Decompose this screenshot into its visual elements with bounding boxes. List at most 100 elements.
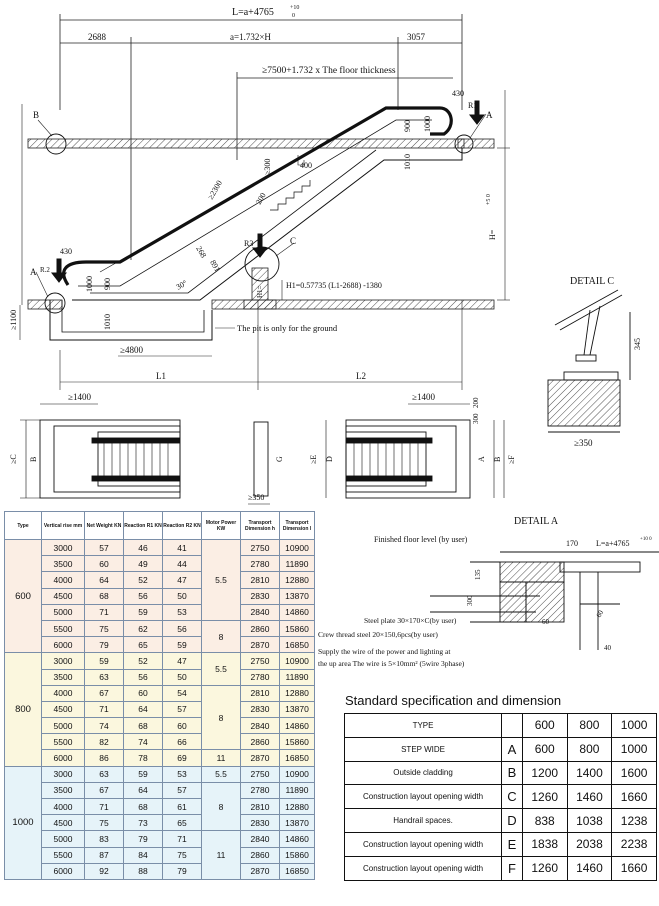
- plan-g: G: [275, 456, 284, 462]
- spec-value-cell: 1260: [521, 855, 568, 881]
- spec-value-cell: 800: [566, 736, 613, 762]
- transport-h-cell: 2830: [240, 700, 280, 719]
- reaction-r2-cell: 47: [162, 571, 202, 589]
- plan-200: 200: [472, 397, 480, 408]
- transport-l-cell: 15860: [279, 733, 315, 751]
- spec-label-cell: Construction layout opening width: [343, 784, 503, 810]
- reaction-r2-cell: 71: [162, 830, 202, 848]
- total-length-tol-top: +10: [290, 5, 299, 11]
- spec-value-cell: 1038: [566, 808, 613, 833]
- motor-power-cell: 8: [201, 781, 241, 832]
- motor-power-cell: 8: [201, 619, 241, 654]
- net-weight-cell: 63: [84, 668, 124, 686]
- detail-a-supply-1: Supply the wire of the power and lightin…: [318, 647, 451, 656]
- spec-letter-cell: A: [501, 736, 523, 762]
- detail-a-l: L=a+4765: [596, 539, 629, 548]
- spec-letter-cell: D: [501, 808, 523, 833]
- plan-d: D: [325, 456, 334, 462]
- h1-label: H1=: [256, 285, 264, 298]
- total-length-label: L=a+4765: [232, 7, 274, 18]
- transport-h-cell: 2780: [240, 555, 280, 573]
- reaction-r2-cell: 59: [162, 636, 202, 654]
- spec-letter-cell: [501, 713, 523, 738]
- transport-l-cell: 13870: [279, 587, 315, 605]
- header-vertical-rise: Vertical rise mm: [41, 511, 85, 540]
- label-l1: L1: [156, 371, 166, 381]
- pit-note: The pit is only for the ground: [237, 323, 338, 333]
- dim-1000-top: 1000: [423, 116, 432, 132]
- detail-a-finished: Finished floor level (by user): [374, 535, 468, 544]
- label-r3: R3: [244, 239, 253, 248]
- dim-900-bot: 900: [103, 278, 112, 290]
- vertical-rise-cell: 3500: [41, 555, 85, 573]
- transport-l-cell: 12880: [279, 684, 315, 702]
- transport-l-cell: 11890: [279, 781, 315, 800]
- reaction-r1-cell: 59: [123, 765, 163, 783]
- net-weight-cell: 63: [84, 765, 124, 783]
- vertical-rise-cell: 5000: [41, 830, 85, 848]
- escalator-drawing: L=a+4765 +10 0 2688 a=1.732×H 3057 ≥7500…: [9, 5, 642, 505]
- reaction-r1-cell: 65: [123, 636, 163, 654]
- net-weight-cell: 71: [84, 700, 124, 719]
- reaction-r1-cell: 52: [123, 571, 163, 589]
- spec-value-cell: 1000: [611, 713, 657, 738]
- motor-power-cell: 5.5: [201, 539, 241, 621]
- motor-power-cell: 11: [201, 749, 241, 767]
- plan-300: 300: [472, 413, 480, 424]
- vertical-rise-cell: 3000: [41, 652, 85, 670]
- spec-value-cell: 1600: [611, 760, 657, 786]
- detail-c-title: DETAIL C: [570, 276, 614, 287]
- header-transport-h: Transport Dimension h: [240, 511, 280, 540]
- dim-268: 268: [194, 245, 208, 260]
- detail-a-170: 170: [566, 539, 578, 548]
- transport-h-cell: 2830: [240, 814, 280, 832]
- dim-891: 891: [208, 259, 222, 274]
- dim-900-top: 900: [403, 120, 412, 132]
- dimension-overall: [59, 14, 463, 260]
- header-type: Type: [4, 511, 42, 540]
- detail-a-l-tol: +10 0: [640, 537, 652, 542]
- net-weight-cell: 57: [84, 538, 124, 557]
- plan-view: [39, 419, 471, 499]
- spec-value-cell: 1200: [521, 760, 568, 786]
- plan-b-left: B: [29, 457, 38, 462]
- reaction-r2-cell: 50: [162, 587, 202, 605]
- spec-value-cell: 1000: [611, 736, 657, 762]
- dim-1010-bot: 1010: [103, 314, 112, 330]
- net-weight-cell: 67: [84, 684, 124, 702]
- transport-h-cell: 2750: [240, 652, 280, 670]
- vertical-rise-cell: 6000: [41, 749, 85, 767]
- transport-h-cell: 2840: [240, 603, 280, 621]
- reaction-r1-cell: 56: [123, 587, 163, 605]
- vertical-rise-cell: 6000: [41, 862, 85, 880]
- spec-letter-cell: C: [501, 784, 523, 810]
- reaction-r2-cell: 44: [162, 555, 202, 573]
- header-transport-l: Transport Dimension l: [279, 511, 315, 540]
- net-weight-cell: 82: [84, 733, 124, 751]
- reaction-r2-cell: 60: [162, 717, 202, 735]
- dim-1000-bot: 1000: [85, 276, 94, 292]
- transport-l-cell: 15860: [279, 846, 315, 864]
- net-weight-cell: 71: [84, 797, 124, 816]
- transport-h-cell: 2860: [240, 733, 280, 751]
- vertical-rise-cell: 4500: [41, 587, 85, 605]
- right-dim-label: 3057: [407, 32, 426, 42]
- label-l2: L2: [356, 371, 366, 381]
- mid-dim-label: a=1.732×H: [230, 32, 271, 42]
- header-reaction-r2: Reaction R2 KN: [162, 511, 202, 540]
- reaction-r2-cell: 75: [162, 846, 202, 864]
- transport-l-cell: 10900: [279, 538, 315, 557]
- plan-b-right: B: [493, 457, 502, 462]
- transport-l-cell: 12880: [279, 797, 315, 816]
- spec-letter-cell: F: [501, 855, 523, 881]
- motor-power-cell: 5.5: [201, 765, 241, 783]
- detail-a-300: 300: [466, 595, 474, 606]
- dim-200: 200: [254, 191, 268, 206]
